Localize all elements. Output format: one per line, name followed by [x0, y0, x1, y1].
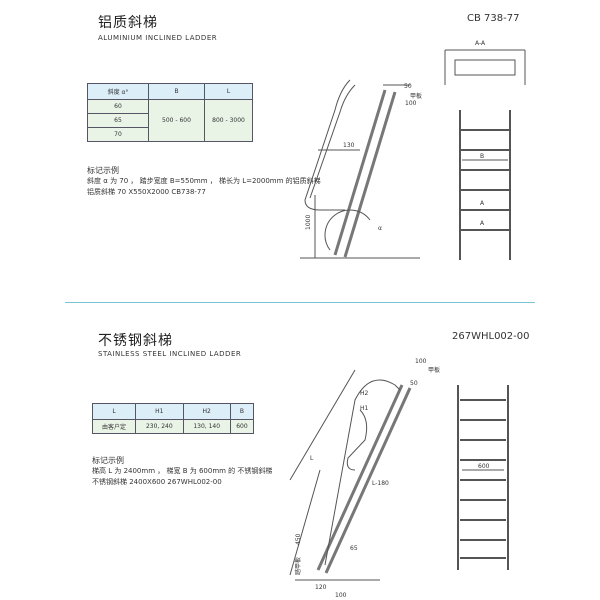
example-line: 不锈钢斜梯 2400X600 267WHL002-00 — [92, 478, 222, 486]
dim-label: L-180 — [372, 480, 389, 487]
section-divider — [65, 302, 535, 303]
dim-label: H1 — [360, 405, 369, 412]
section2-code: 267WHL002-00 — [452, 331, 530, 342]
dim-label: 100 — [405, 100, 417, 107]
header-h1: H1 — [135, 403, 184, 420]
h1-cell: 230, 240 — [135, 419, 184, 434]
section1-title: 铝质斜梯 — [98, 15, 158, 31]
dim-label: 1000 — [305, 215, 312, 230]
deck-label: 甲板 — [428, 366, 440, 374]
aluminium-ladder-section-view: A-A B A A — [444, 40, 526, 260]
section2-example: 标记示例 梯高 L 为 2400mm ， 梯宽 B 为 600mm 的 不锈钢斜… — [92, 455, 272, 488]
section-marker: A — [480, 220, 485, 227]
l-cell: 由客户定 — [91, 419, 137, 434]
dim-label: 120 — [315, 584, 327, 591]
h2-cell: 130, 140 — [182, 419, 231, 434]
angle-label: 65 — [350, 545, 358, 552]
angle-cell: 65 — [87, 113, 149, 128]
dim-label: 450 — [295, 533, 302, 545]
example-heading: 标记示例 — [92, 456, 124, 465]
b-cell: 600 — [229, 419, 255, 434]
aluminium-ladder-side-view: 50 100 甲板 130 1000 α — [300, 79, 422, 259]
example-line: 梯高 L 为 2400mm ， 梯宽 B 为 600mm 的 不锈钢斜梯 — [92, 467, 273, 475]
header-l: L — [204, 83, 253, 100]
angle-label: α — [378, 225, 382, 232]
dim-label: 100 — [415, 358, 427, 365]
deck-label: 甲板 — [410, 92, 422, 100]
section-label: A-A — [475, 40, 486, 47]
section1-subtitle: ALUMINIUM INCLINED LADDER — [98, 34, 218, 42]
angle-cell: 60 — [87, 99, 149, 114]
example-line: 铝质斜梯 70 X550X2000 CB738-77 — [87, 188, 206, 196]
dim-label: 130 — [343, 142, 355, 149]
stainless-ladder-side-view: 100 甲板 50 H2 H1 L L-180 450 踏甲板 65 120 1… — [289, 358, 440, 599]
dim-label: L — [310, 455, 314, 462]
section2-title: 不锈钢斜梯 — [98, 333, 173, 349]
section1-code: CB 738-77 — [467, 13, 520, 24]
dim-label: H2 — [360, 390, 369, 397]
angle-cell: 70 — [87, 127, 149, 142]
dim-label: 100 — [335, 592, 347, 599]
dim-label: 600 — [478, 463, 490, 470]
l-range-cell: 800 - 3000 — [204, 99, 253, 142]
example-line: 斜度 α 为 70 ， 踏步宽度 B=550mm ， 梯长为 L=2000mm … — [87, 177, 321, 185]
section2-subtitle: STAINLESS STEEL INCLINED LADDER — [98, 350, 242, 358]
stainless-ladder-front-view: 600 — [457, 385, 509, 570]
tread-label: 踏甲板 — [294, 557, 302, 575]
dim-label: B — [480, 153, 484, 160]
header-angle: 斜度 α° — [87, 83, 149, 100]
example-heading: 标记示例 — [87, 166, 119, 175]
section-marker: A — [480, 200, 485, 207]
dim-label: 50 — [404, 83, 412, 90]
section1-example: 标记示例 斜度 α 为 70 ， 踏步宽度 B=550mm ， 梯长为 L=20… — [87, 165, 321, 198]
b-range-cell: 500 - 600 — [148, 99, 205, 142]
dim-label: 50 — [410, 380, 418, 387]
